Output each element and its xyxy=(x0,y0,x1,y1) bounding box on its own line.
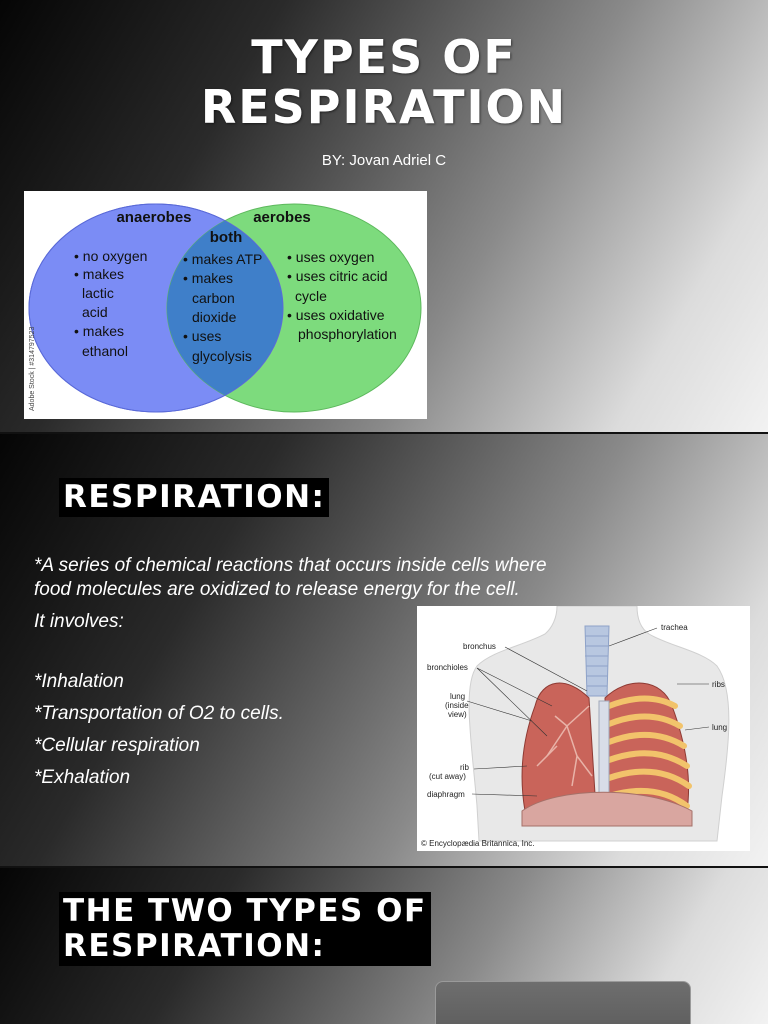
title-line-1: TYPES OF xyxy=(251,30,517,84)
heading-line: THE TWO TYPES OF xyxy=(63,893,427,929)
venn-center-title: both xyxy=(210,229,242,246)
venn-center-item: dioxide xyxy=(192,309,237,325)
label-diaphragm: diaphragm xyxy=(427,790,465,799)
label-rib: rib xyxy=(460,763,469,772)
label-lung-inside: (inside xyxy=(445,701,469,710)
venn-right-item: • uses citric acid xyxy=(287,268,388,284)
list-item: *Cellular respiration xyxy=(34,735,200,756)
definition-line: food molecules are oxidized to release e… xyxy=(34,579,520,600)
list-item: *Inhalation xyxy=(34,671,124,692)
image-credit: © Encyclopædia Britannica, Inc. xyxy=(421,839,535,848)
list-item: *Transportation of O2 to cells. xyxy=(34,703,284,724)
heading-line: RESPIRATION: xyxy=(63,928,326,964)
page-title: TYPES OF RESPIRATION xyxy=(0,32,768,132)
sternum xyxy=(598,700,610,802)
venn-right-item: cycle xyxy=(295,288,327,304)
diaphragm-shape xyxy=(521,791,693,827)
venn-left-item: • makes xyxy=(74,266,124,282)
stock-watermark: Adobe Stock | #314797523 xyxy=(29,327,36,411)
venn-center-item: glycolysis xyxy=(192,348,252,364)
venn-left-item: lactic xyxy=(82,285,114,301)
section-heading: RESPIRATION: xyxy=(59,478,330,517)
author-byline: BY: Jovan Adriel C xyxy=(321,152,447,169)
label-lung: lung xyxy=(712,723,727,732)
venn-left-item: ethanol xyxy=(82,343,128,359)
venn-center-item: • makes ATP xyxy=(183,251,262,267)
label-trachea: trachea xyxy=(661,623,688,632)
venn-center-item: carbon xyxy=(192,290,235,306)
venn-left-item: acid xyxy=(82,304,108,320)
definition-line: *A series of chemical reactions that occ… xyxy=(34,555,547,576)
label-lung-inside: view) xyxy=(448,710,467,719)
venn-center-item: • uses xyxy=(183,328,221,344)
venn-diagram-image: Adobe Stock | #314797523 anaerobes aerob… xyxy=(24,191,427,419)
label-bronchioles: bronchioles xyxy=(427,663,468,672)
involves-label: It involves: xyxy=(34,611,124,632)
slide-title: TYPES OF RESPIRATION BY: Jovan Adriel C … xyxy=(0,0,768,432)
venn-right-item: phosphorylation xyxy=(298,326,397,342)
slide-two-types: THE TWO TYPES OF RESPIRATION: xyxy=(0,868,768,1024)
label-rib: (cut away) xyxy=(429,772,466,781)
label-bronchus: bronchus xyxy=(463,642,496,651)
lung-diagram-image: trachea bronchus bronchioles lung (insid… xyxy=(417,606,750,851)
venn-left-item: • no oxygen xyxy=(74,248,147,264)
label-lung-inside: lung xyxy=(450,692,465,701)
venn-left-item: • makes xyxy=(74,323,124,339)
title-line-2: RESPIRATION xyxy=(200,80,568,134)
section-heading: THE TWO TYPES OF RESPIRATION: xyxy=(59,892,431,966)
venn-center-item: • makes xyxy=(183,270,233,286)
slide-respiration: RESPIRATION: *A series of chemical react… xyxy=(0,434,768,866)
respiration-body: *A series of chemical reactions that occ… xyxy=(34,554,594,794)
venn-right-item: • uses oxidative xyxy=(287,307,385,323)
venn-right-title: aerobes xyxy=(253,209,311,226)
respiration-definition: *A series of chemical reactions that occ… xyxy=(34,554,594,602)
label-ribs: ribs xyxy=(712,680,725,689)
list-item: *Exhalation xyxy=(34,767,131,788)
venn-left-title: anaerobes xyxy=(116,209,191,226)
venn-right-item: • uses oxygen xyxy=(287,249,374,265)
venn-overlap xyxy=(167,204,283,412)
process-list: *Inhalation *Transportation of O2 to cel… xyxy=(34,666,594,794)
content-card xyxy=(435,981,691,1024)
